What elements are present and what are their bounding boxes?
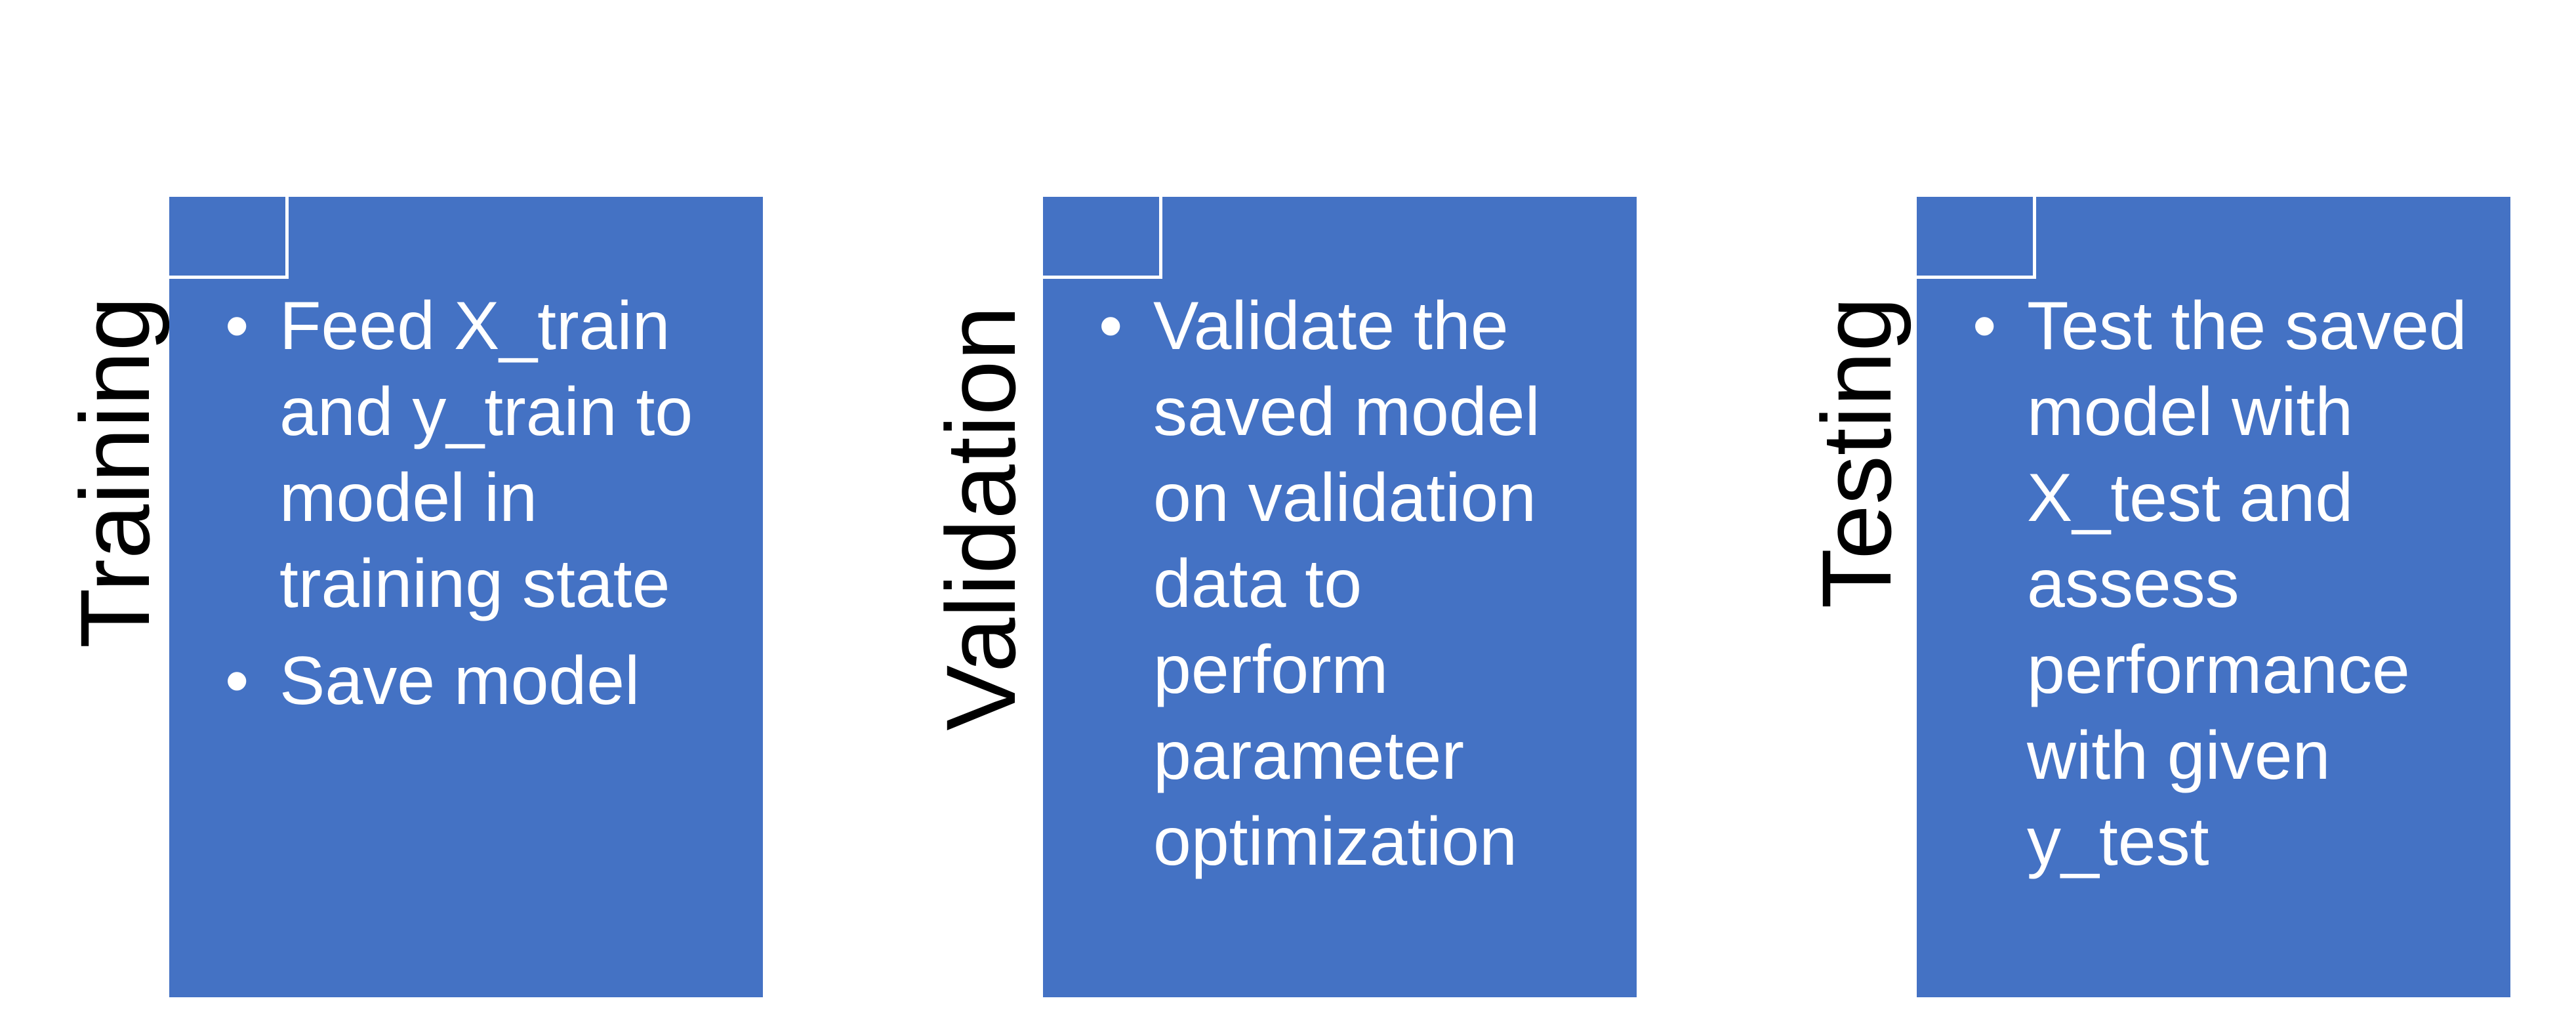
bullet-item: • Save model xyxy=(225,638,737,724)
bullet-list: • Test the saved model with X_test and a… xyxy=(1973,283,2484,896)
bullet-icon: • xyxy=(225,288,249,364)
phase-label-testing: Testing xyxy=(1801,297,1912,609)
bullet-item: • Test the saved model with X_test and a… xyxy=(1973,283,2484,885)
bullet-item: • Feed X_train and y_train to model in t… xyxy=(225,283,737,627)
bullet-item: • Validate the saved model on validation… xyxy=(1099,283,1610,885)
bullet-text: Test the saved model with X_test and ass… xyxy=(2027,288,2467,880)
bullet-icon: • xyxy=(225,643,249,719)
panel-corner-tab xyxy=(1043,197,1162,279)
bullet-text: Save model xyxy=(279,643,640,719)
bullet-text: Feed X_train and y_train to model in tra… xyxy=(279,288,693,622)
bullet-icon: • xyxy=(1099,288,1123,364)
phase-panel-testing: • Test the saved model with X_test and a… xyxy=(1917,197,2510,997)
phase-panel-training: • Feed X_train and y_train to model in t… xyxy=(169,197,763,997)
bullet-icon: • xyxy=(1973,288,1997,364)
phase-label-training: Training xyxy=(60,296,170,649)
bullet-list: • Feed X_train and y_train to model in t… xyxy=(225,283,737,735)
bullet-text: Validate the saved model on validation d… xyxy=(1153,288,1540,880)
phase-panel-validation: • Validate the saved model on validation… xyxy=(1043,197,1637,997)
phase-label-validation: Validation xyxy=(926,306,1036,731)
panel-corner-tab xyxy=(1917,197,2036,279)
bullet-list: • Validate the saved model on validation… xyxy=(1099,283,1610,896)
panel-corner-tab xyxy=(169,197,289,279)
